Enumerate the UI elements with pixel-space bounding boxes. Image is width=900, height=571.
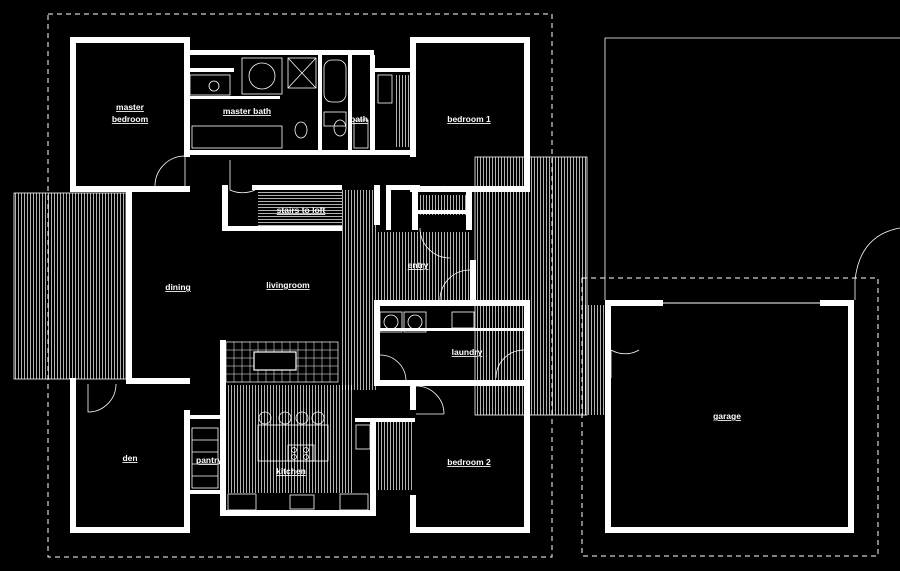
label-kitchen: kitchen (276, 466, 306, 476)
doors (87, 155, 640, 415)
roof-outline-garage (581, 277, 879, 557)
label-master-bath: master bath (223, 106, 271, 116)
label-bedroom-1: bedroom 1 (447, 114, 491, 124)
label-bath: bath (350, 114, 368, 124)
label-bedroom-2: bedroom 2 (447, 457, 491, 467)
label-entry: entry (408, 260, 429, 270)
label-pantry: pantry (196, 455, 222, 465)
bedroom1-closet (394, 75, 412, 147)
entry-floor (376, 232, 471, 300)
label-livingroom: livingroom (266, 280, 310, 290)
label-den: den (122, 453, 137, 463)
label-garage: garage (713, 411, 741, 421)
label-laundry: laundry (452, 347, 483, 357)
west-deck (14, 193, 126, 379)
stairs (258, 190, 342, 228)
driveway-outline (604, 37, 900, 300)
fireplace (253, 351, 297, 371)
windows (72, 75, 820, 514)
hall-floor (342, 190, 376, 390)
bedroom2-closet (378, 422, 412, 490)
garage-walk (585, 305, 607, 415)
east-deck (475, 157, 587, 415)
label-dining: dining (165, 282, 191, 292)
label-stairs: stairs to loft (277, 205, 326, 215)
kitchen-floor (222, 385, 354, 493)
fixtures (189, 57, 475, 511)
